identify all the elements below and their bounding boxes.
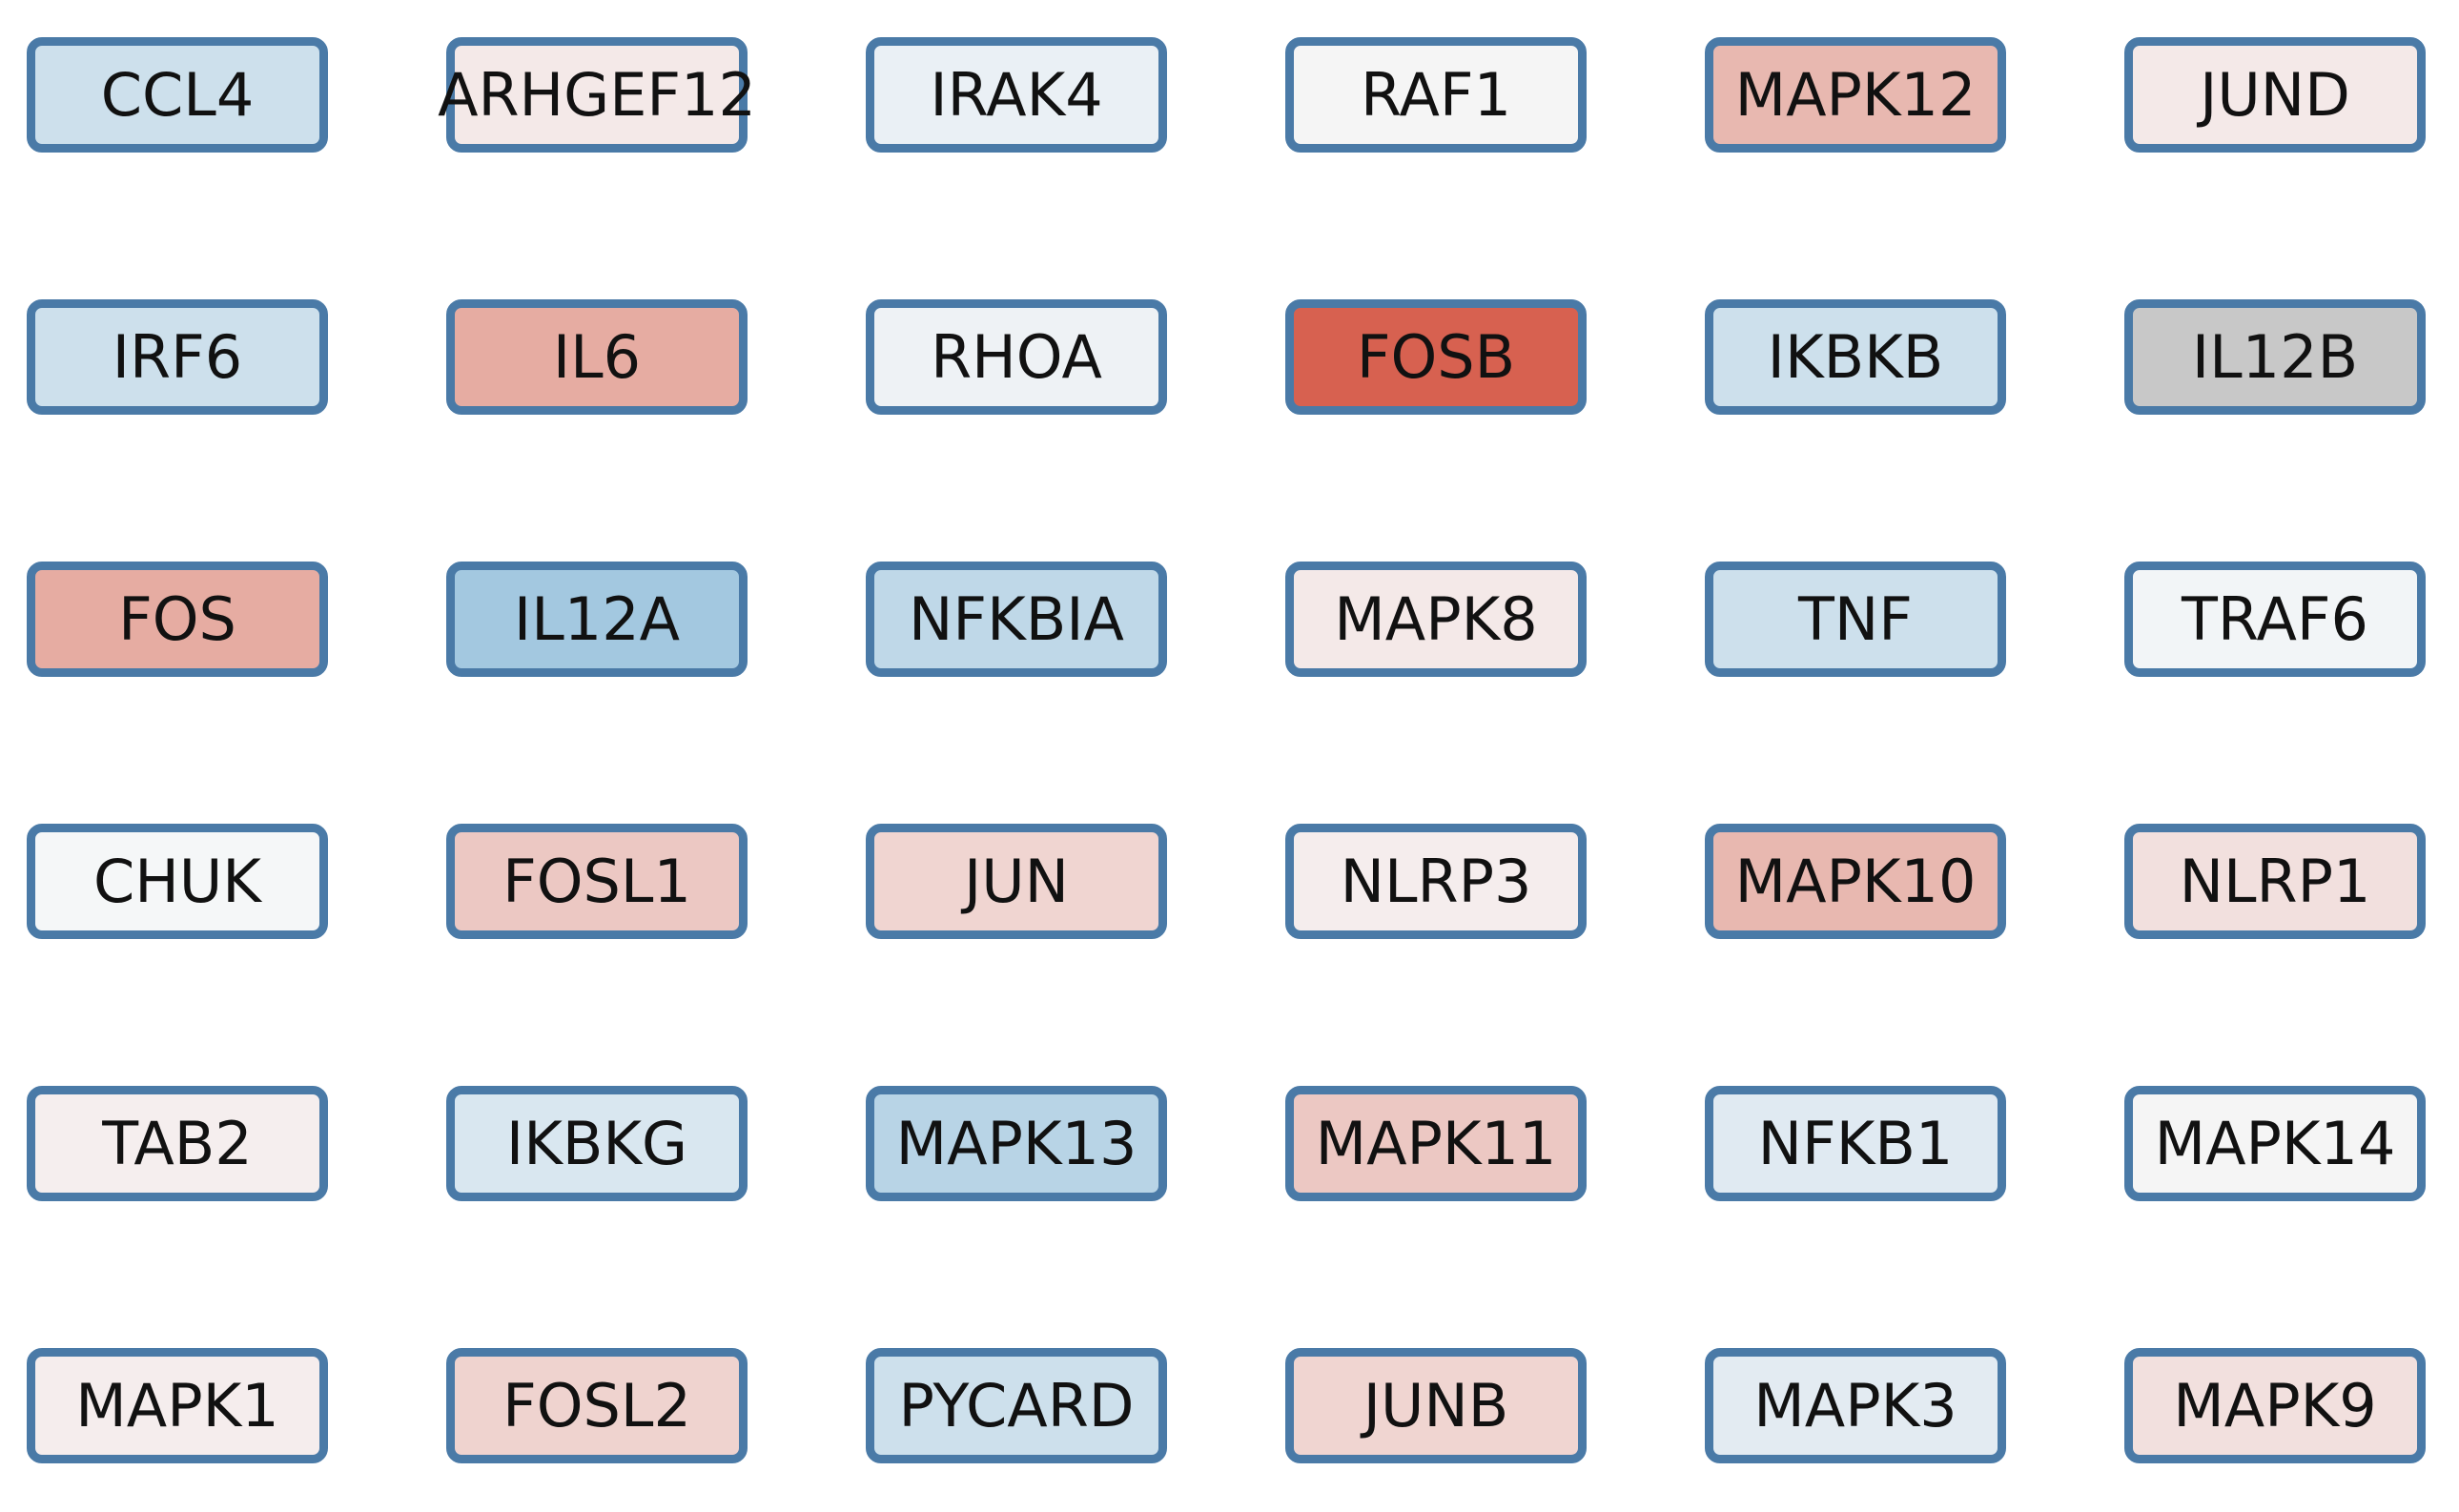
gene-node-fosl1[interactable]: FOSL1 — [446, 824, 748, 939]
gene-node-traf6[interactable]: TRAF6 — [2124, 562, 2426, 677]
gene-node-label: MAPK3 — [1753, 1370, 1957, 1440]
gene-node-label: FOS — [118, 583, 236, 654]
gene-node-label: NFKBIA — [909, 583, 1124, 654]
gene-node-nlrp1[interactable]: NLRP1 — [2124, 824, 2426, 939]
gene-node-ikbkg[interactable]: IKBKG — [446, 1086, 748, 1201]
gene-node-tnf[interactable]: TNF — [1705, 562, 2006, 677]
gene-node-label: CCL4 — [100, 59, 255, 130]
gene-node-nfkbia[interactable]: NFKBIA — [866, 562, 1167, 677]
gene-node-label: FOSL2 — [502, 1370, 691, 1440]
gene-node-irf6[interactable]: IRF6 — [27, 299, 328, 415]
gene-node-fosl2[interactable]: FOSL2 — [446, 1348, 748, 1463]
gene-node-label: JUND — [2200, 59, 2350, 130]
gene-node-label: FOSB — [1356, 321, 1516, 392]
gene-node-label: MAPK10 — [1734, 846, 1977, 916]
gene-node-label: CHUK — [93, 846, 261, 916]
gene-node-raf1[interactable]: RAF1 — [1285, 37, 1587, 153]
gene-node-il6[interactable]: IL6 — [446, 299, 748, 415]
gene-node-il12b[interactable]: IL12B — [2124, 299, 2426, 415]
gene-node-label: ARHGEF12 — [438, 59, 756, 130]
gene-node-mapk3[interactable]: MAPK3 — [1705, 1348, 2006, 1463]
gene-node-label: IL6 — [552, 321, 642, 392]
gene-node-label: IKBKG — [505, 1108, 688, 1178]
gene-node-mapk11[interactable]: MAPK11 — [1285, 1086, 1587, 1201]
gene-node-label: MAPK13 — [895, 1108, 1137, 1178]
gene-node-label: JUNB — [1363, 1370, 1509, 1440]
gene-node-irak4[interactable]: IRAK4 — [866, 37, 1167, 153]
gene-node-jund[interactable]: JUND — [2124, 37, 2426, 153]
gene-node-nfkb1[interactable]: NFKB1 — [1705, 1086, 2006, 1201]
gene-node-label: NLRP3 — [1340, 846, 1532, 916]
gene-node-ikbkb[interactable]: IKBKB — [1705, 299, 2006, 415]
gene-node-ccl4[interactable]: CCL4 — [27, 37, 328, 153]
gene-node-label: MAPK9 — [2173, 1370, 2377, 1440]
gene-node-il12a[interactable]: IL12A — [446, 562, 748, 677]
gene-node-chuk[interactable]: CHUK — [27, 824, 328, 939]
gene-node-label: IRF6 — [112, 321, 243, 392]
gene-node-label: FOSL1 — [502, 846, 691, 916]
gene-node-mapk14[interactable]: MAPK14 — [2124, 1086, 2426, 1201]
gene-node-label: JUN — [963, 846, 1070, 916]
gene-node-label: TNF — [1798, 583, 1913, 654]
gene-node-arhgef12[interactable]: ARHGEF12 — [438, 37, 756, 153]
gene-node-label: NLRP1 — [2179, 846, 2371, 916]
gene-node-label: IL12B — [2191, 321, 2359, 392]
gene-node-label: MAPK8 — [1334, 583, 1538, 654]
gene-node-label: TRAF6 — [2182, 583, 2368, 654]
gene-node-pycard[interactable]: PYCARD — [866, 1348, 1167, 1463]
gene-node-tab2[interactable]: TAB2 — [27, 1086, 328, 1201]
gene-node-label: PYCARD — [898, 1370, 1135, 1440]
gene-node-label: TAB2 — [102, 1108, 253, 1178]
gene-node-label: IL12A — [513, 583, 681, 654]
gene-node-label: MAPK1 — [75, 1370, 279, 1440]
gene-node-label: NFKB1 — [1757, 1108, 1954, 1178]
gene-node-label: RHOA — [931, 321, 1102, 392]
gene-node-label: MAPK12 — [1734, 59, 1977, 130]
gene-node-fos[interactable]: FOS — [27, 562, 328, 677]
gene-node-junb[interactable]: JUNB — [1285, 1348, 1587, 1463]
gene-node-nlrp3[interactable]: NLRP3 — [1285, 824, 1587, 939]
gene-node-mapk13[interactable]: MAPK13 — [866, 1086, 1167, 1201]
gene-node-label: MAPK14 — [2154, 1108, 2396, 1178]
gene-node-mapk10[interactable]: MAPK10 — [1705, 824, 2006, 939]
gene-node-label: MAPK11 — [1315, 1108, 1557, 1178]
gene-node-mapk9[interactable]: MAPK9 — [2124, 1348, 2426, 1463]
gene-node-fosb[interactable]: FOSB — [1285, 299, 1587, 415]
gene-node-label: IRAK4 — [930, 59, 1103, 130]
gene-node-label: IKBKB — [1767, 321, 1944, 392]
gene-node-mapk8[interactable]: MAPK8 — [1285, 562, 1587, 677]
gene-node-mapk1[interactable]: MAPK1 — [27, 1348, 328, 1463]
gene-node-jun[interactable]: JUN — [866, 824, 1167, 939]
gene-node-label: RAF1 — [1360, 59, 1512, 130]
gene-node-mapk12[interactable]: MAPK12 — [1705, 37, 2006, 153]
gene-node-rhoa[interactable]: RHOA — [866, 299, 1167, 415]
